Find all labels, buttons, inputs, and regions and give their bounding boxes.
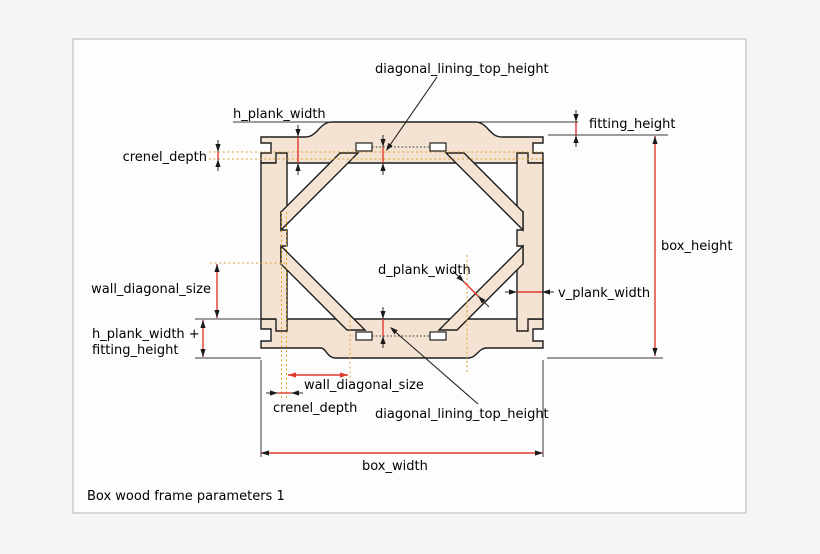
red-arrowheads <box>288 372 348 378</box>
figure-caption: Box wood frame parameters 1 <box>87 489 285 504</box>
construction-guides <box>209 151 543 398</box>
mortise-slot <box>355 142 373 152</box>
label-fitting-height: fitting_height <box>589 117 675 132</box>
label-wall-diagonal-size-bottom: wall_diagonal_size <box>304 378 424 393</box>
mortise-slot <box>355 331 373 341</box>
label-d-plank-width: d_plank_width <box>378 263 471 278</box>
black-arrowheads <box>200 114 658 456</box>
diagonal-brace-upper-left <box>280 152 360 232</box>
label-wall-diagonal-size-left: wall_diagonal_size <box>91 282 211 297</box>
label-diagonal-lining-top-height-bottom: diagonal_lining_top_height <box>375 407 549 422</box>
label-h-plank-plus-fitting-line1: h_plank_width + <box>92 327 200 342</box>
label-v-plank-width: v_plank_width <box>558 286 650 301</box>
label-diagonal-lining-top-height-top: diagonal_lining_top_height <box>375 62 549 77</box>
mortise-slots <box>355 142 447 341</box>
red-dimension-lines <box>202 122 656 454</box>
top-plank <box>260 121 544 164</box>
mortise-slot <box>429 142 447 152</box>
label-box-height: box_height <box>661 239 732 254</box>
label-box-width: box_width <box>362 459 428 474</box>
figure-panel <box>72 38 747 514</box>
labels: diagonal_lining_top_height h_plank_width… <box>87 62 732 504</box>
label-h-plank-width: h_plank_width <box>233 107 326 122</box>
label-pointers <box>387 76 479 405</box>
bottom-plank <box>260 318 544 359</box>
diagonal-brace-upper-right <box>444 152 524 232</box>
label-crenel-depth-bottom: crenel_depth <box>273 401 357 416</box>
extension-lines <box>195 121 668 457</box>
mortise-slot <box>429 331 447 341</box>
label-crenel-depth-top: crenel_depth <box>123 150 207 165</box>
left-vertical-plank <box>260 152 288 332</box>
right-vertical-plank <box>516 152 544 332</box>
dim-d-plank-width <box>463 281 479 297</box>
label-h-plank-plus-fitting-line2: fitting_height <box>92 343 178 358</box>
